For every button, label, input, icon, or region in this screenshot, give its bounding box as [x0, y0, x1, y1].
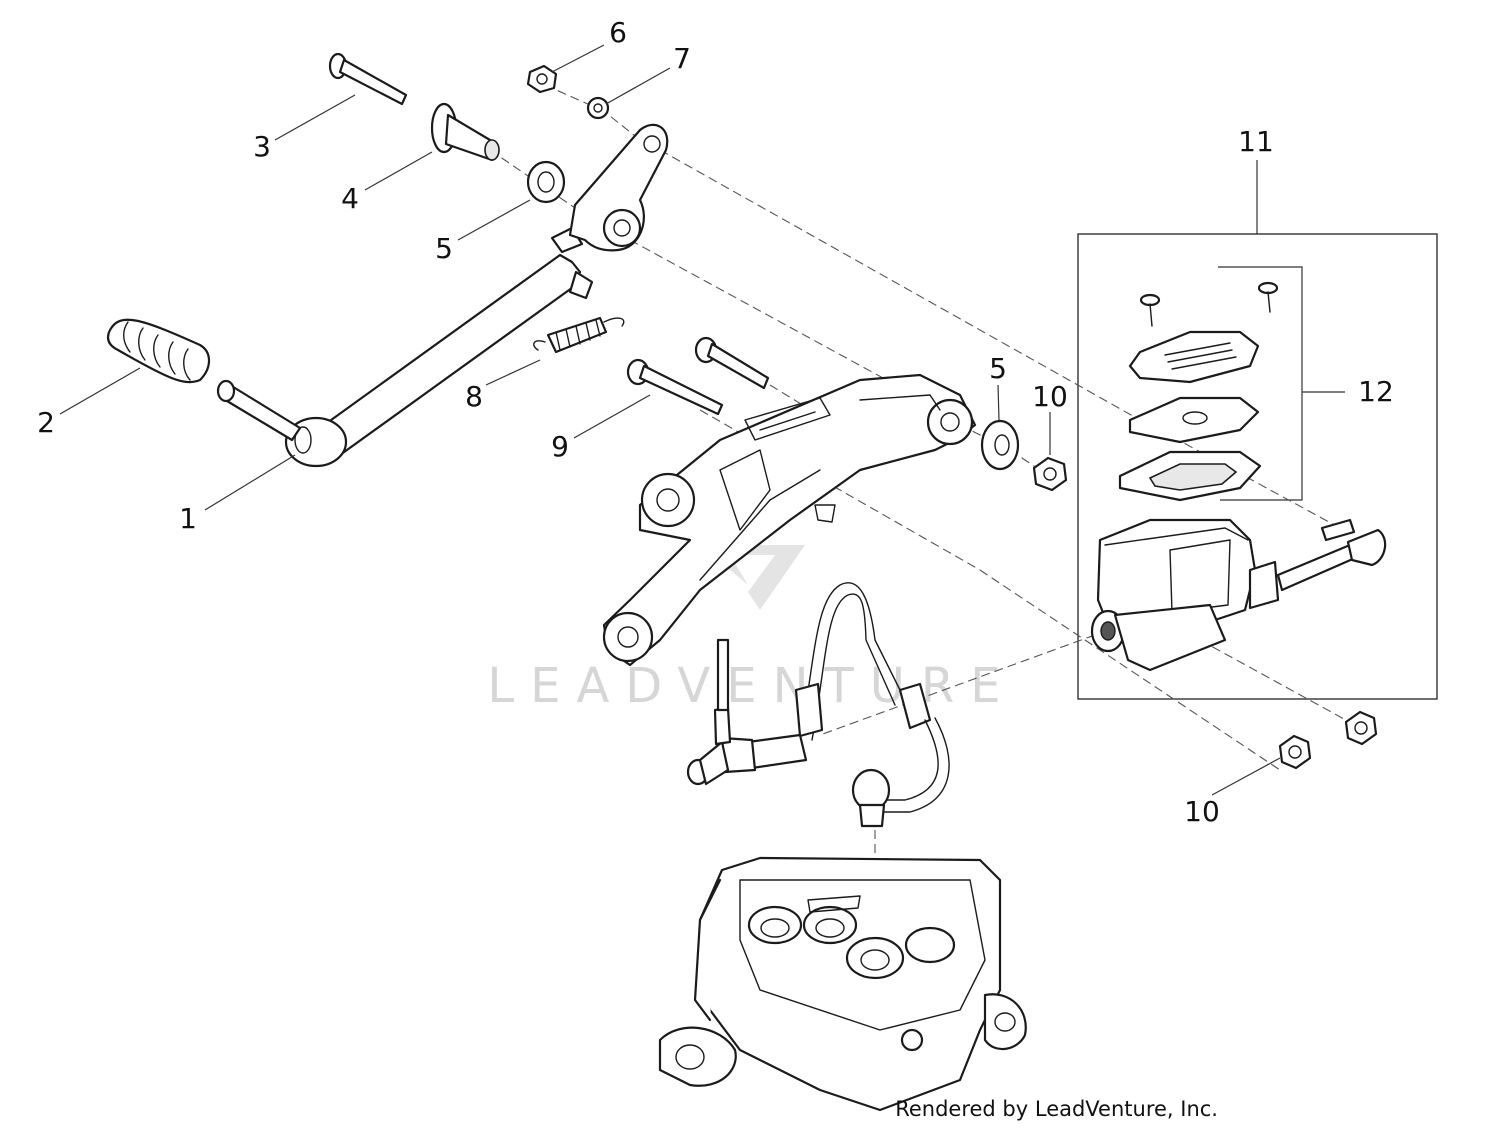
subassembly-bracket-12: [1218, 266, 1345, 501]
washer-small: [586, 96, 610, 120]
callout-6: 6: [609, 16, 627, 49]
callout-12: 12: [1358, 375, 1394, 408]
master-cylinder: [1090, 518, 1387, 672]
washer-upper: [526, 160, 566, 204]
brake-pedal-lever: [216, 226, 594, 468]
callout-2: 2: [37, 406, 55, 439]
callout-4: 4: [341, 182, 359, 215]
pivot-bushing: [430, 102, 500, 162]
flange-nut-lower: [1278, 734, 1312, 770]
assembly-box-11: [1077, 160, 1438, 700]
return-spring: [533, 316, 625, 354]
leader-lines: [59, 44, 1281, 796]
nut-small: [526, 64, 558, 94]
footrest-bracket: [602, 373, 977, 667]
brake-hose: [686, 582, 950, 828]
flange-nut-upper: [1032, 456, 1068, 492]
washer-lower: [980, 419, 1020, 471]
pedal-rubber-grip: [107, 318, 211, 384]
callout-10-upper: 10: [1032, 380, 1068, 413]
callout-3: 3: [253, 130, 271, 163]
callout-10-lower: 10: [1184, 795, 1220, 828]
reservoir-cap-set: [1118, 281, 1279, 502]
render-credit: Rendered by LeadVenture, Inc.: [895, 1097, 1218, 1121]
callout-1: 1: [179, 502, 197, 535]
callout-11: 11: [1238, 125, 1274, 158]
callout-9: 9: [551, 430, 569, 463]
mounting-bolts: [626, 336, 770, 416]
flange-nut-right: [1344, 710, 1378, 746]
callout-8: 8: [465, 380, 483, 413]
brake-caliper: [658, 856, 1027, 1112]
watermark-text: LEADVENTURE: [487, 658, 1016, 714]
callout-7: 7: [673, 42, 691, 75]
callout-5-upper: 5: [435, 232, 453, 265]
callouts: 1 2 3 4 5 6 7 8 9 5 10 11 12 10: [37, 16, 1394, 828]
pivot-plate: [568, 123, 669, 252]
watermark: LEADVENTURE: [487, 545, 1016, 714]
clevis-pin: [328, 52, 408, 106]
callout-5-lower: 5: [989, 352, 1007, 385]
